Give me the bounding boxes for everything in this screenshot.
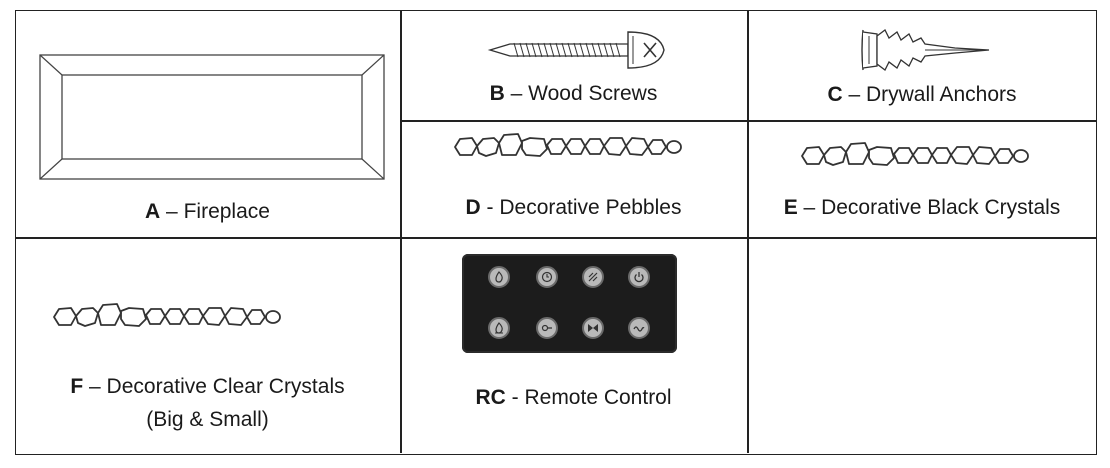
caption-clear-crystals-sub: (Big & Small) <box>146 408 269 431</box>
drywall-anchor-icon <box>861 29 990 71</box>
cell-clear-crystals: F – Decorative Clear Crystals (Big & Sma… <box>15 237 400 455</box>
black-crystals-illustration <box>801 142 1029 166</box>
brightness-icon[interactable] <box>582 266 604 288</box>
heat-icon[interactable] <box>488 317 510 339</box>
fireplace-illustration <box>39 54 385 180</box>
parts-table <box>15 10 1097 455</box>
caption-clear-crystals: F – Decorative Clear Crystals <box>70 375 345 398</box>
flame-icon[interactable] <box>488 266 510 288</box>
cell-black-crystals: E – Decorative Black Crystals <box>747 121 1097 237</box>
temperature-icon[interactable] <box>536 317 558 339</box>
color-icon[interactable] <box>582 317 604 339</box>
cell-fireplace: A – Fireplace <box>15 10 400 237</box>
remote-control <box>462 254 677 353</box>
cell-decorative-pebbles: D - Decorative Pebbles <box>400 121 747 237</box>
cell-wood-screws: B – Wood Screws <box>400 10 747 120</box>
clear-crystals-illustration <box>53 303 281 327</box>
speed-icon[interactable] <box>628 317 650 339</box>
divider <box>400 120 1097 122</box>
caption-decorative-pebbles: D - Decorative Pebbles <box>465 196 682 219</box>
cell-remote-control: RC - Remote Control <box>400 237 747 455</box>
caption-drywall-anchors: C – Drywall Anchors <box>827 83 1017 106</box>
caption-fireplace: A – Fireplace <box>145 200 270 223</box>
wood-screw-icon <box>487 31 665 69</box>
cell-drywall-anchors: C – Drywall Anchors <box>747 10 1097 120</box>
pebbles-illustration <box>454 133 682 157</box>
timer-icon[interactable] <box>536 266 558 288</box>
divider <box>747 11 749 453</box>
divider <box>400 11 402 453</box>
divider <box>16 237 1097 239</box>
caption-black-crystals: E – Decorative Black Crystals <box>783 196 1061 219</box>
power-icon[interactable] <box>628 266 650 288</box>
caption-wood-screws: B – Wood Screws <box>489 82 658 105</box>
caption-remote-control: RC - Remote Control <box>475 386 672 409</box>
